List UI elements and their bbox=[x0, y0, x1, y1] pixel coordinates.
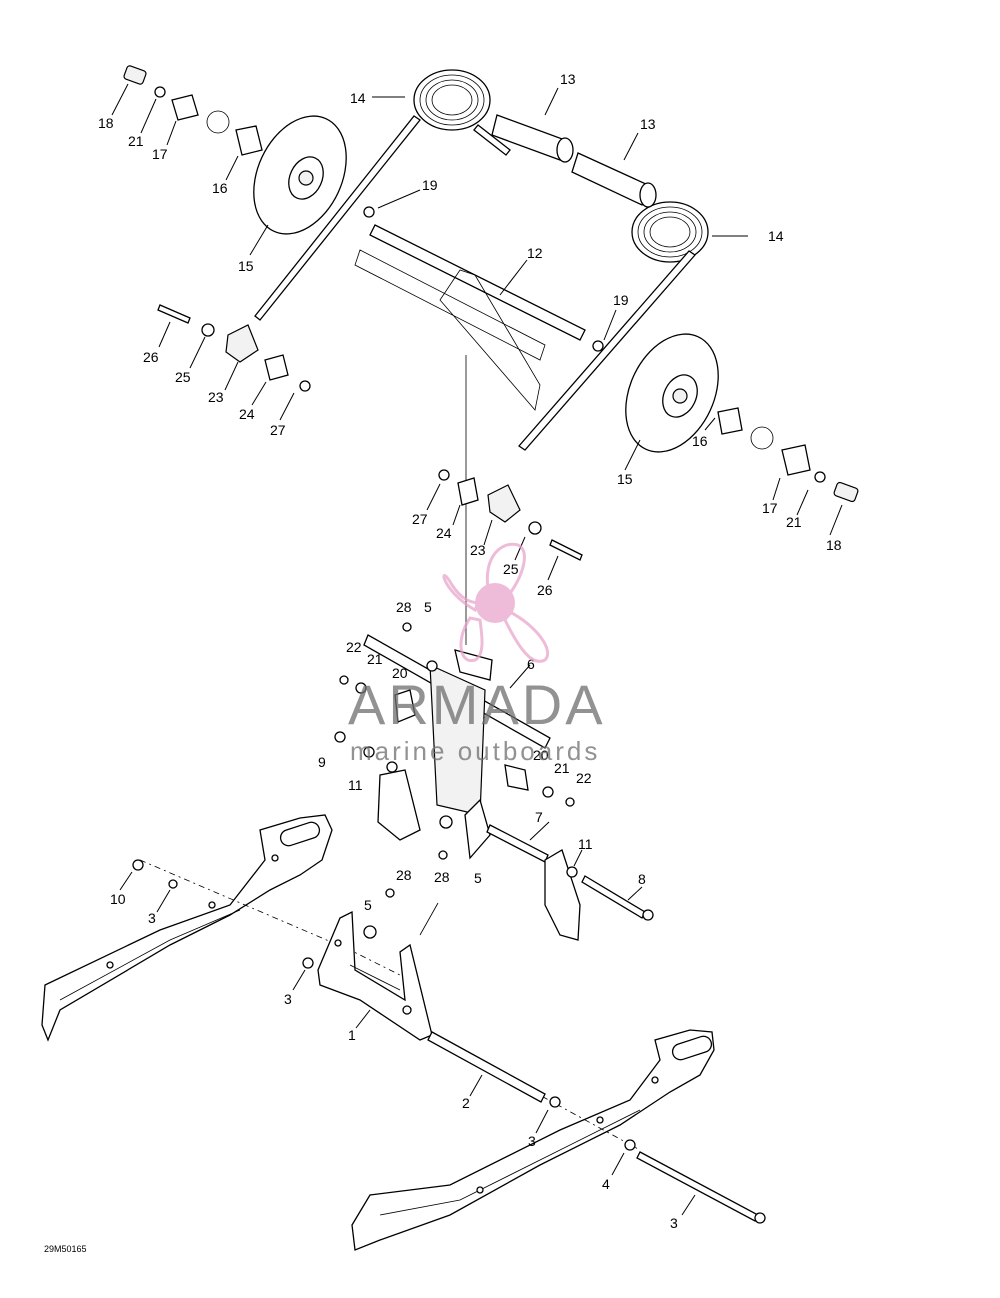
right-rail bbox=[351, 1029, 715, 1251]
callout-20a: 20 bbox=[392, 665, 408, 681]
callout-15b: 15 bbox=[617, 471, 633, 487]
callout-21a: 21 bbox=[128, 133, 144, 149]
axle-ghost bbox=[354, 249, 546, 411]
callout-11b: 11 bbox=[578, 836, 593, 852]
callout-13a: 13 bbox=[560, 71, 576, 87]
callout-11a: 11 bbox=[348, 777, 363, 793]
torsion-spring-right bbox=[518, 201, 709, 451]
callout-17a: 17 bbox=[152, 146, 168, 162]
callout-2: 2 bbox=[462, 1095, 470, 1111]
callout-14b: 14 bbox=[768, 228, 784, 244]
callout-27a: 27 bbox=[270, 422, 286, 438]
callout-28c: 28 bbox=[396, 867, 412, 883]
callout-20b: 20 bbox=[533, 747, 549, 763]
callout-6: 6 bbox=[527, 656, 535, 672]
leader-lines bbox=[111, 83, 843, 1216]
callout-5b: 5 bbox=[474, 870, 482, 886]
torsion-spring-left bbox=[254, 69, 511, 321]
callout-3d: 4 bbox=[602, 1176, 610, 1192]
callout-8: 8 bbox=[638, 871, 646, 887]
callout-25b: 25 bbox=[503, 561, 519, 577]
long-bolt-4 bbox=[636, 1151, 759, 1222]
callout-21c: 21 bbox=[367, 651, 383, 667]
middle-bracket bbox=[363, 634, 551, 860]
callout-9: 9 bbox=[318, 754, 326, 770]
callout-26a: 26 bbox=[143, 349, 159, 365]
pin-7 bbox=[486, 824, 549, 863]
callout-28b: 28 bbox=[434, 869, 450, 885]
callout-1: 1 bbox=[348, 1027, 356, 1043]
callout-21b: 21 bbox=[786, 514, 802, 530]
callout-28a: 28 bbox=[396, 599, 412, 615]
callout-5c: 5 bbox=[364, 897, 372, 913]
callout-5a: 5 bbox=[424, 599, 432, 615]
callout-25a: 25 bbox=[175, 369, 191, 385]
idler-wheel-left bbox=[253, 115, 347, 235]
callout-7: 7 bbox=[535, 809, 543, 825]
callout-3b: 3 bbox=[284, 991, 292, 1007]
callout-19a: 19 bbox=[422, 177, 438, 193]
callout-3a: 3 bbox=[148, 910, 156, 926]
callout-21d: 21 bbox=[554, 760, 570, 776]
callout-16a: 16 bbox=[212, 180, 228, 196]
callout-4: 3 bbox=[670, 1215, 678, 1231]
callout-labels: 14 13 13 14 18 21 17 16 15 19 12 19 26 2… bbox=[98, 71, 842, 1231]
assembly-arrow-lower bbox=[419, 902, 439, 936]
callout-23a: 23 bbox=[208, 389, 224, 405]
lower-shaft bbox=[427, 1031, 546, 1103]
long-bolt-8 bbox=[581, 875, 646, 919]
callout-10: 10 bbox=[110, 891, 126, 907]
hardware-mid-left bbox=[157, 304, 311, 392]
hardware-upper-left bbox=[123, 65, 263, 156]
drawing-code: 29M50165 bbox=[44, 1244, 87, 1254]
idler-wheel-right bbox=[625, 333, 719, 453]
hardware-mid-right bbox=[438, 469, 583, 561]
callout-24b: 24 bbox=[436, 525, 452, 541]
callout-19b: 19 bbox=[613, 292, 629, 308]
callout-22a: 22 bbox=[346, 639, 362, 655]
callout-18a: 18 bbox=[98, 115, 114, 131]
callout-16b: 16 bbox=[692, 433, 708, 449]
callout-27b: 27 bbox=[412, 511, 428, 527]
callout-22b: 22 bbox=[576, 770, 592, 786]
spring-tube-lower bbox=[571, 152, 649, 206]
callout-3c: 3 bbox=[528, 1133, 536, 1149]
callout-24a: 24 bbox=[239, 406, 255, 422]
rear-plate bbox=[377, 769, 421, 841]
left-rail bbox=[41, 814, 333, 1042]
callout-13b: 13 bbox=[640, 116, 656, 132]
callout-15a: 15 bbox=[238, 258, 254, 274]
callout-26b: 26 bbox=[537, 582, 553, 598]
idler-axle bbox=[369, 224, 586, 341]
watermark-brand: ARMADA bbox=[348, 673, 606, 736]
watermark-tagline: marine outboards bbox=[350, 736, 601, 766]
callout-12: 12 bbox=[527, 245, 543, 261]
hardware-upper-right bbox=[363, 206, 859, 503]
callout-14a: 14 bbox=[350, 90, 366, 106]
watermark-propeller-logo bbox=[442, 542, 549, 663]
callout-23b: 23 bbox=[470, 542, 486, 558]
side-plate bbox=[544, 849, 581, 941]
callout-18b: 18 bbox=[826, 537, 842, 553]
hardware-middle bbox=[132, 622, 636, 1151]
lower-bracket bbox=[317, 910, 433, 1041]
callout-17b: 17 bbox=[762, 500, 778, 516]
